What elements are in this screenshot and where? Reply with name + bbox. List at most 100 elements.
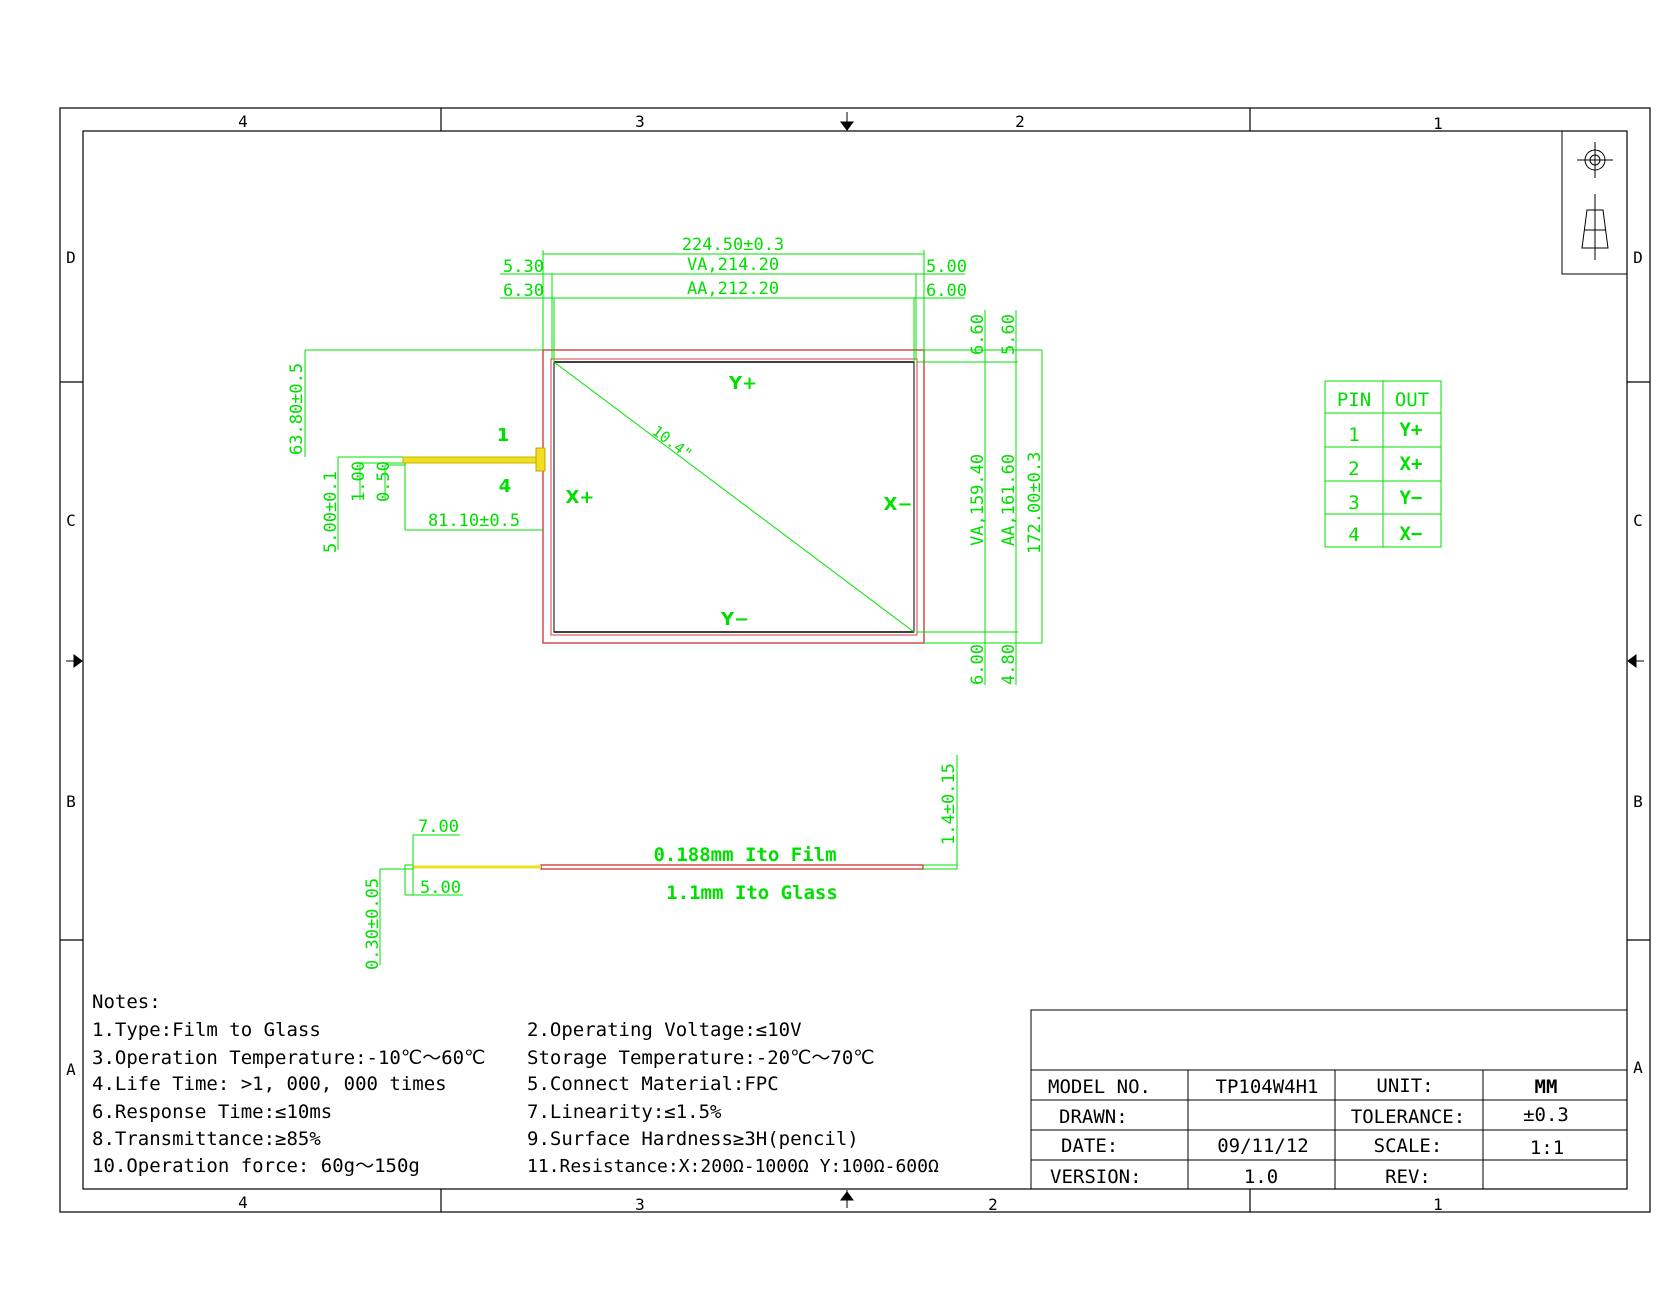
note-item: 8.Transmittance:≥85% xyxy=(92,1128,321,1150)
front-electrode-labels: Y+ Y− X+ X− 1 4 xyxy=(497,373,913,630)
title-version-value: 1.0 xyxy=(1244,1166,1278,1188)
centering-marks xyxy=(66,112,1644,1208)
notes: Notes: 1.Type:Film to Glass 3.Operation … xyxy=(92,991,939,1177)
note-item: 10.Operation force: 60g～150g xyxy=(92,1155,420,1177)
title-model-value: TP104W4H1 xyxy=(1216,1076,1319,1098)
title-version-label: VERSION: xyxy=(1050,1166,1142,1188)
dim-right-va-offset: 5.00 xyxy=(926,257,967,277)
title-tolerance-label: TOLERANCE: xyxy=(1351,1106,1465,1128)
note-item: 2.Operating Voltage:≤10V xyxy=(527,1019,802,1041)
fpc-pin4-label: 4 xyxy=(499,476,512,497)
pin-table-cell: X+ xyxy=(1400,453,1423,475)
fpc-connector xyxy=(535,447,546,472)
note-item: 1.Type:Film to Glass xyxy=(92,1019,321,1041)
notes-title: Notes: xyxy=(92,991,161,1013)
zone-right-d: D xyxy=(1633,248,1643,267)
pin-table-cell: X− xyxy=(1400,523,1423,545)
diagonal-size-label: 10.4" xyxy=(649,422,696,464)
zone-left-d: D xyxy=(66,248,76,267)
panel-outline xyxy=(542,349,925,644)
edge-label-bottom: Y− xyxy=(720,609,749,630)
dim-side-fpc-stiffener: 5.00 xyxy=(420,878,461,898)
side-dimension-lines xyxy=(379,755,958,965)
pin-table-cell: 2 xyxy=(1348,458,1359,480)
zone-top-4: 4 xyxy=(238,112,248,131)
projection-target-icon xyxy=(1577,142,1613,178)
title-scale-value: 1:1 xyxy=(1530,1137,1564,1159)
fpc-pin1-label: 1 xyxy=(497,425,510,446)
pin-table-header-out: OUT xyxy=(1395,389,1429,411)
side-glass-label: 1.1mm Ito Glass xyxy=(666,882,838,904)
pin-table-cell: Y+ xyxy=(1400,419,1423,441)
title-model-label: MODEL NO. xyxy=(1048,1076,1151,1098)
note-item: 6.Response Time:≤10ms xyxy=(92,1101,332,1123)
front-dimension-lines xyxy=(304,250,1043,685)
diagonal-line xyxy=(553,361,915,633)
side-film-label: 0.188mm Ito Film xyxy=(653,844,836,866)
zone-top-2: 2 xyxy=(1015,112,1025,131)
title-rev-label: REV: xyxy=(1385,1166,1431,1188)
panel-inner-outline xyxy=(550,358,918,636)
note-item: Storage Temperature:-20℃～70℃ xyxy=(527,1047,875,1069)
dim-fpc-offset: 63.80±0.5 xyxy=(287,363,307,455)
dim-fpc-lead: 0.50 xyxy=(374,461,394,502)
drawing-frame xyxy=(59,107,1651,1213)
projection-cone-icon xyxy=(1581,194,1609,260)
projection-symbol-box xyxy=(1561,130,1628,275)
dim-left-va-offset: 5.30 xyxy=(503,257,544,277)
title-unit-label: UNIT: xyxy=(1376,1075,1433,1097)
zone-right-a: A xyxy=(1633,1058,1643,1077)
dim-right-aa-offset: 6.00 xyxy=(926,281,967,301)
zone-bottom-1: 1 xyxy=(1433,1195,1443,1214)
outer-border xyxy=(59,107,1651,1213)
dim-fpc-width: 5.00±0.1 xyxy=(321,471,341,553)
note-item: 3.Operation Temperature:-10℃～60℃ xyxy=(92,1047,485,1069)
title-tolerance-value: ±0.3 xyxy=(1523,1104,1569,1126)
title-drawn-label: DRAWN: xyxy=(1059,1106,1128,1128)
pin-table: PIN OUT 1 Y+ 2 X+ 3 Y− 4 X− xyxy=(1324,380,1442,548)
note-item: 11.Resistance:X:200Ω-1000Ω Y:100Ω-600Ω xyxy=(527,1156,939,1177)
zone-bottom-4: 4 xyxy=(238,1193,248,1212)
title-scale-label: SCALE: xyxy=(1374,1135,1443,1157)
dim-side-fpc-thickness: 0.30±0.05 xyxy=(363,878,383,970)
zone-top-1: 1 xyxy=(1433,114,1443,133)
title-block: MODEL NO. TP104W4H1 UNIT: MM DRAWN: TOLE… xyxy=(1030,1009,1628,1190)
zone-left-c: C xyxy=(66,511,76,530)
projection-symbol xyxy=(1561,130,1628,275)
pin-table-cell: 4 xyxy=(1348,524,1359,546)
title-unit-value: MM xyxy=(1535,1076,1558,1098)
note-item: 9.Surface Hardness≥3H(pencil) xyxy=(527,1128,859,1150)
dim-bottom-va-offset: 4.80 xyxy=(999,644,1019,685)
dim-fpc-pitch: 1.00 xyxy=(349,461,369,502)
edge-label-top: Y+ xyxy=(728,373,757,394)
zone-left-a: A xyxy=(66,1060,76,1079)
dim-bottom-aa-offset: 6.00 xyxy=(968,644,988,685)
pin-table-header-pin: PIN xyxy=(1337,389,1371,411)
side-dimension-text: 7.00 5.00 0.30±0.05 1.4±0.15 xyxy=(363,763,959,970)
zone-right-c: C xyxy=(1633,511,1643,530)
dim-top-va-offset: 5.60 xyxy=(999,314,1019,355)
pin-table-cell: 3 xyxy=(1348,492,1359,514)
zone-top-3: 3 xyxy=(635,112,645,131)
zone-labels: 4 3 2 1 4 3 2 1 D C B A D C B A xyxy=(66,112,1643,1214)
pin-table-cell: 1 xyxy=(1348,424,1359,446)
front-view: 224.50±0.3 VA,214.20 AA,212.20 5.30 6.30… xyxy=(287,235,1045,685)
dim-overall-width: 224.50±0.3 xyxy=(682,235,784,255)
dim-side-fpc-length: 7.00 xyxy=(418,817,459,837)
note-item: 7.Linearity:≤1.5% xyxy=(527,1101,722,1123)
title-date-label: DATE: xyxy=(1061,1135,1118,1157)
dim-fpc-length: 81.10±0.5 xyxy=(428,511,520,531)
inner-border xyxy=(82,130,1628,1190)
edge-label-right: X− xyxy=(884,494,913,515)
note-item: 5.Connect Material:FPC xyxy=(527,1073,779,1095)
zone-left-b: B xyxy=(66,792,76,811)
zone-bottom-2: 2 xyxy=(988,1195,998,1214)
dim-aa-height: AA,161.60 xyxy=(999,454,1019,546)
fpc-tail xyxy=(402,456,537,464)
dim-va-height: VA,159.40 xyxy=(968,454,988,546)
dim-overall-height: 172.00±0.3 xyxy=(1025,452,1045,554)
zone-right-b: B xyxy=(1633,792,1643,811)
dim-va-width: VA,214.20 xyxy=(687,255,779,275)
title-date-value: 09/11/12 xyxy=(1217,1135,1309,1157)
